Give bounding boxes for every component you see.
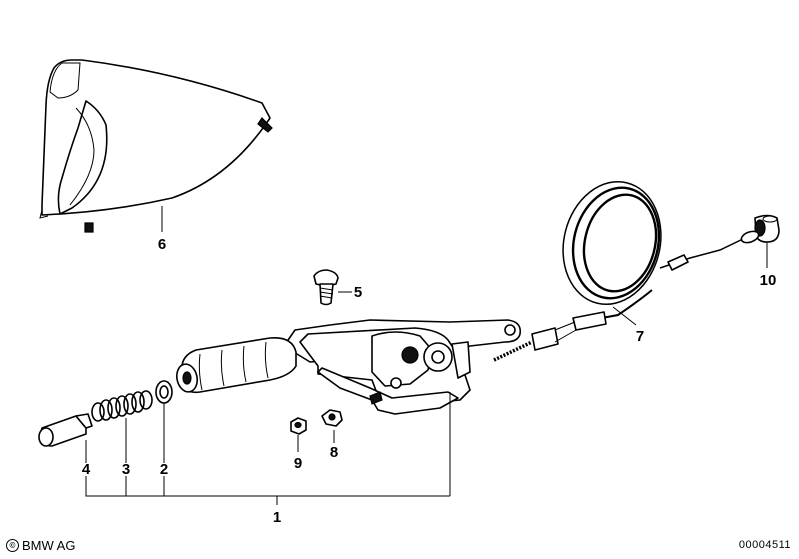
compression-spring-part — [91, 390, 153, 422]
handbrake-lever-assembly — [175, 319, 522, 415]
cable-grommet-part — [754, 214, 780, 243]
leader-lines — [85, 206, 768, 505]
callout-6: 6 — [158, 236, 166, 253]
callout-3: 3 — [122, 461, 130, 478]
callout-5: 5 — [354, 284, 362, 301]
callout-1: 1 — [273, 509, 281, 526]
callout-9: 9 — [294, 455, 302, 472]
washer-part — [155, 380, 173, 404]
brand-label: BMW AG — [22, 538, 76, 553]
bolt-part — [313, 269, 339, 306]
callout-7: 7 — [636, 328, 644, 345]
copyright-icon: © — [6, 539, 19, 552]
handbrake-cover-part — [39, 59, 273, 233]
callout-4: 4 — [82, 461, 91, 478]
handbrake-cable-part — [493, 180, 760, 362]
copyright-notice: © BMW AG — [6, 538, 75, 553]
release-button-part — [38, 413, 93, 447]
nut-small-part — [290, 417, 307, 435]
callout-10: 10 — [760, 272, 777, 289]
callout-2: 2 — [160, 461, 168, 478]
callout-8: 8 — [330, 444, 338, 461]
flange-nut-part — [321, 409, 343, 427]
image-number: 00004511 — [738, 539, 791, 551]
